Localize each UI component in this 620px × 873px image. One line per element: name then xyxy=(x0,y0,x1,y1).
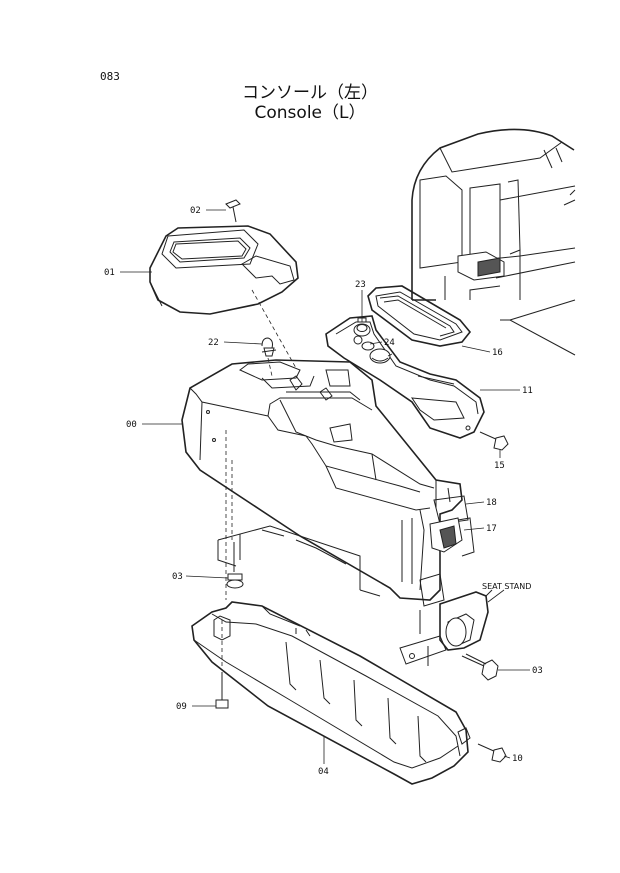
part-03-bolt-right[interactable] xyxy=(461,653,499,681)
part-15-bolt[interactable] xyxy=(479,431,509,451)
callout-15: 15 xyxy=(494,461,505,471)
callout-16: 16 xyxy=(492,348,503,358)
page-title-japanese: コンソール（左） xyxy=(242,83,378,103)
page-number: 083 xyxy=(100,70,120,83)
part-23-knob[interactable] xyxy=(361,341,375,351)
seat-stand-assembly xyxy=(399,589,493,666)
callout-22: 23 xyxy=(355,280,366,290)
callout-18: 18 xyxy=(486,498,497,508)
part-01-top-cover[interactable] xyxy=(149,225,299,315)
callout-11: 11 xyxy=(522,386,533,396)
part-09-bolt[interactable] xyxy=(215,672,229,709)
callout-00: 00 xyxy=(126,420,137,430)
part-11-side-panel[interactable] xyxy=(325,315,485,439)
console-mounting-frame xyxy=(217,525,381,597)
leader-lines xyxy=(120,209,530,764)
callout-03-right: 03 xyxy=(532,666,543,676)
callout-labels: 02 01 00 22 03 09 04 10 03 15 11 16 18 1… xyxy=(104,206,543,777)
callout-04: 04 xyxy=(318,767,329,777)
callout-17: 17 xyxy=(486,524,497,534)
assembly-centerlines xyxy=(221,289,297,668)
callout-01: 01 xyxy=(104,268,115,278)
part-24-cap[interactable] xyxy=(369,348,391,364)
part-03-bolt-upper[interactable] xyxy=(226,542,244,589)
part-04-bottom-tray[interactable] xyxy=(191,601,471,785)
part-02-screw[interactable] xyxy=(225,199,241,223)
callout-23: 24 xyxy=(384,338,395,348)
part-10-bolt[interactable] xyxy=(477,743,507,763)
callout-03-upper: 03 xyxy=(172,572,183,582)
part-22-switch[interactable] xyxy=(353,317,371,337)
cab-illustration xyxy=(411,128,576,356)
page-title-english: Console（L） xyxy=(254,103,366,123)
callout-10: 10 xyxy=(512,754,523,764)
part-00-console-body[interactable] xyxy=(181,359,463,601)
part-17-connector[interactable] xyxy=(419,517,475,607)
part-16-tray[interactable] xyxy=(367,285,472,347)
callout-09: 09 xyxy=(176,702,187,712)
part-20-clip[interactable] xyxy=(261,337,277,357)
seat-stand-label: SEAT STAND xyxy=(482,582,531,591)
callout-20: 22 xyxy=(208,338,219,348)
part-18-bracket[interactable] xyxy=(433,495,469,525)
callout-02: 02 xyxy=(190,206,201,216)
